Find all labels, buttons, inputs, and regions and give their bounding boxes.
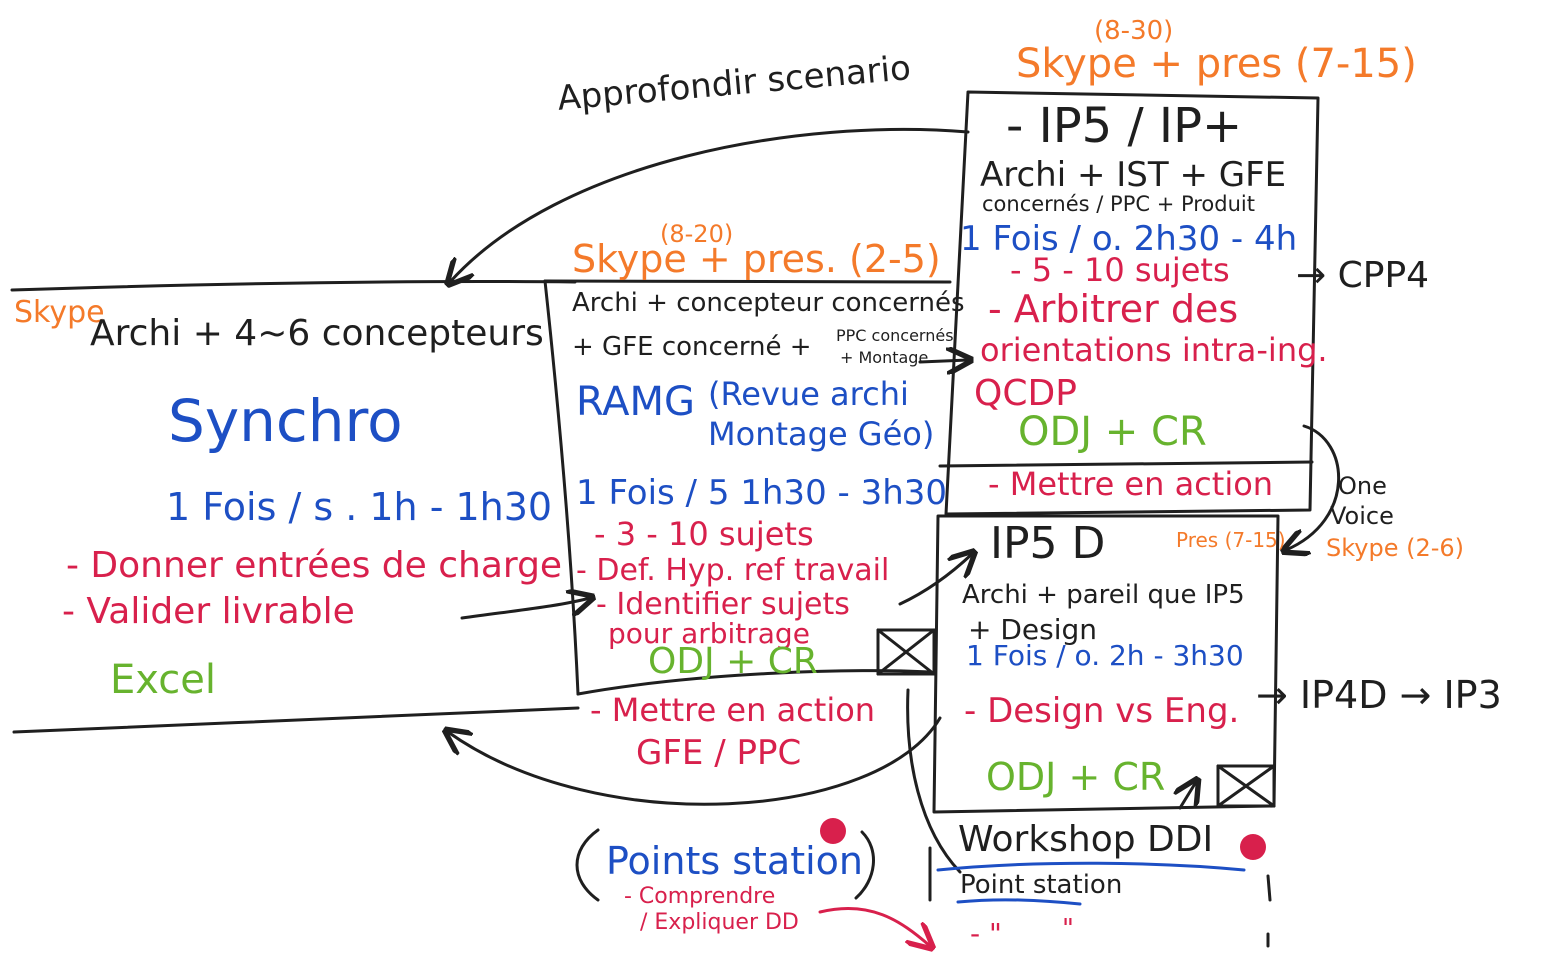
middle-odj: ODJ + CR — [648, 641, 818, 682]
cpp4-label: → CPP4 — [1296, 255, 1430, 296]
middle-action: - Mettre en action — [590, 691, 876, 729]
points-line-2: / Expliquer DD — [640, 910, 799, 935]
one-voice-curve — [1286, 424, 1341, 550]
middle-box-top — [543, 279, 952, 284]
identifier-arrow — [898, 554, 972, 606]
middle-checkbox — [876, 628, 936, 676]
left-task-1: - Donner entrées de charge — [66, 545, 563, 586]
middle-attendees-2: + GFE concerné + — [572, 332, 812, 362]
ramg-subtitle-1: (Revue archi — [708, 375, 909, 413]
workshop-title: Workshop DDI — [958, 819, 1214, 860]
points-red-dot — [820, 818, 846, 844]
ip5-task-3: orientations intra-ing. — [980, 331, 1328, 369]
middle-attendees-1: Archi + concepteur concernés — [572, 288, 965, 318]
synchro-title: Synchro — [168, 387, 403, 455]
points-paren-right — [854, 830, 875, 900]
middle-bottom-curve — [576, 669, 932, 696]
middle-checkbox-x — [876, 628, 936, 676]
left-task-2: - Valider livrable — [62, 591, 355, 632]
ip5-odj: ODJ + CR — [1018, 409, 1207, 455]
valider-arrow — [460, 598, 590, 620]
middle-frequency: 1 Fois / 5 1h30 - 3h30 — [576, 473, 948, 513]
ip5d-attendees-1: Archi + pareil que IP5 — [962, 580, 1245, 610]
workshop-tick: " — [1062, 914, 1074, 944]
bottom-checkbox-x — [1216, 764, 1276, 808]
left-frequency: 1 Fois / s . 1h - 1h30 — [166, 485, 553, 529]
ip5-task-1: - 5 - 10 sujets — [1010, 251, 1230, 289]
middle-task-4: pour arbitrage — [608, 617, 810, 650]
bottom-checkbox — [1216, 764, 1276, 808]
left-attendees: Archi + 4~6 concepteurs — [90, 313, 544, 354]
workshop-underline — [936, 861, 1246, 872]
middle-header: Skype + pres. (2-5) — [572, 237, 941, 281]
ip5-task-2: - Arbitrer des — [988, 287, 1239, 331]
left-tool: Excel — [110, 657, 216, 703]
ramg-subtitle-2: Montage Géo) — [708, 415, 935, 453]
ip5-title: - IP5 / IP+ — [1006, 98, 1243, 154]
one-voice-skype: Skype (2-6) — [1326, 534, 1465, 562]
ip4d-label: → IP4D → IP3 — [1256, 673, 1502, 717]
ip5-attendees-1: Archi + IST + GFE — [980, 155, 1287, 195]
ip5d-odj: ODJ + CR — [986, 755, 1166, 799]
one-voice-2: Voice — [1330, 502, 1394, 530]
ip5-task-4: QCDP — [974, 373, 1077, 414]
workshop-vline — [906, 688, 962, 874]
workshop-sub: Point station — [960, 870, 1123, 900]
ip5d-title: IP5 D — [990, 518, 1106, 569]
ip5d-pres: Pres (7-15) — [1176, 528, 1286, 552]
ip5-action: - Mettre en action — [988, 465, 1274, 503]
middle-task-1: - 3 - 10 sujets — [594, 515, 814, 553]
top-note-range: (8-30) — [1094, 16, 1174, 46]
one-voice-1: One — [1338, 472, 1387, 500]
return-arrow — [448, 716, 942, 806]
dd-arrow — [818, 907, 930, 946]
middle-attendees-4: + Montage — [840, 348, 929, 367]
left-top-line — [10, 279, 577, 292]
left-skype: Skype — [14, 295, 105, 330]
ip5d-frequency: 1 Fois / o. 2h - 3h30 — [966, 639, 1244, 672]
workshop-right — [1266, 874, 1272, 902]
approfondir-arrow — [450, 127, 970, 282]
concerne-arrow — [918, 360, 968, 362]
workshop-dash: - " — [970, 917, 1002, 950]
ip5-frequency: 1 Fois / o. 2h30 - 4h — [960, 219, 1298, 259]
ip5d-task: - Design vs Eng. — [964, 691, 1240, 731]
top-right-divider — [938, 460, 1314, 468]
middle-box-left — [543, 279, 580, 696]
points-paren-left — [575, 828, 600, 902]
points-station-title: Points station — [606, 839, 864, 883]
left-bottom-line — [12, 706, 580, 734]
middle-task-3: - Identifier sujets — [596, 587, 850, 622]
top-note-text: Skype + pres (7-15) — [1016, 41, 1417, 87]
middle-range: (8-20) — [660, 220, 734, 248]
workshop-red-dot — [1240, 834, 1266, 860]
point-station-underline — [956, 898, 1082, 906]
ramg-title: RAMG — [576, 379, 696, 425]
middle-task-2: - Def. Hyp. ref travail — [576, 553, 890, 588]
points-line-1: - Comprendre — [624, 884, 776, 909]
ip5d-attendees-2: + Design — [968, 613, 1098, 646]
middle-action-who: GFE / PPC — [636, 733, 802, 773]
middle-attendees-3: PPC concernés — [836, 326, 954, 345]
ip5-attendees-2: concernés / PPC + Produit — [982, 192, 1255, 216]
odj-arrow — [1180, 782, 1196, 810]
